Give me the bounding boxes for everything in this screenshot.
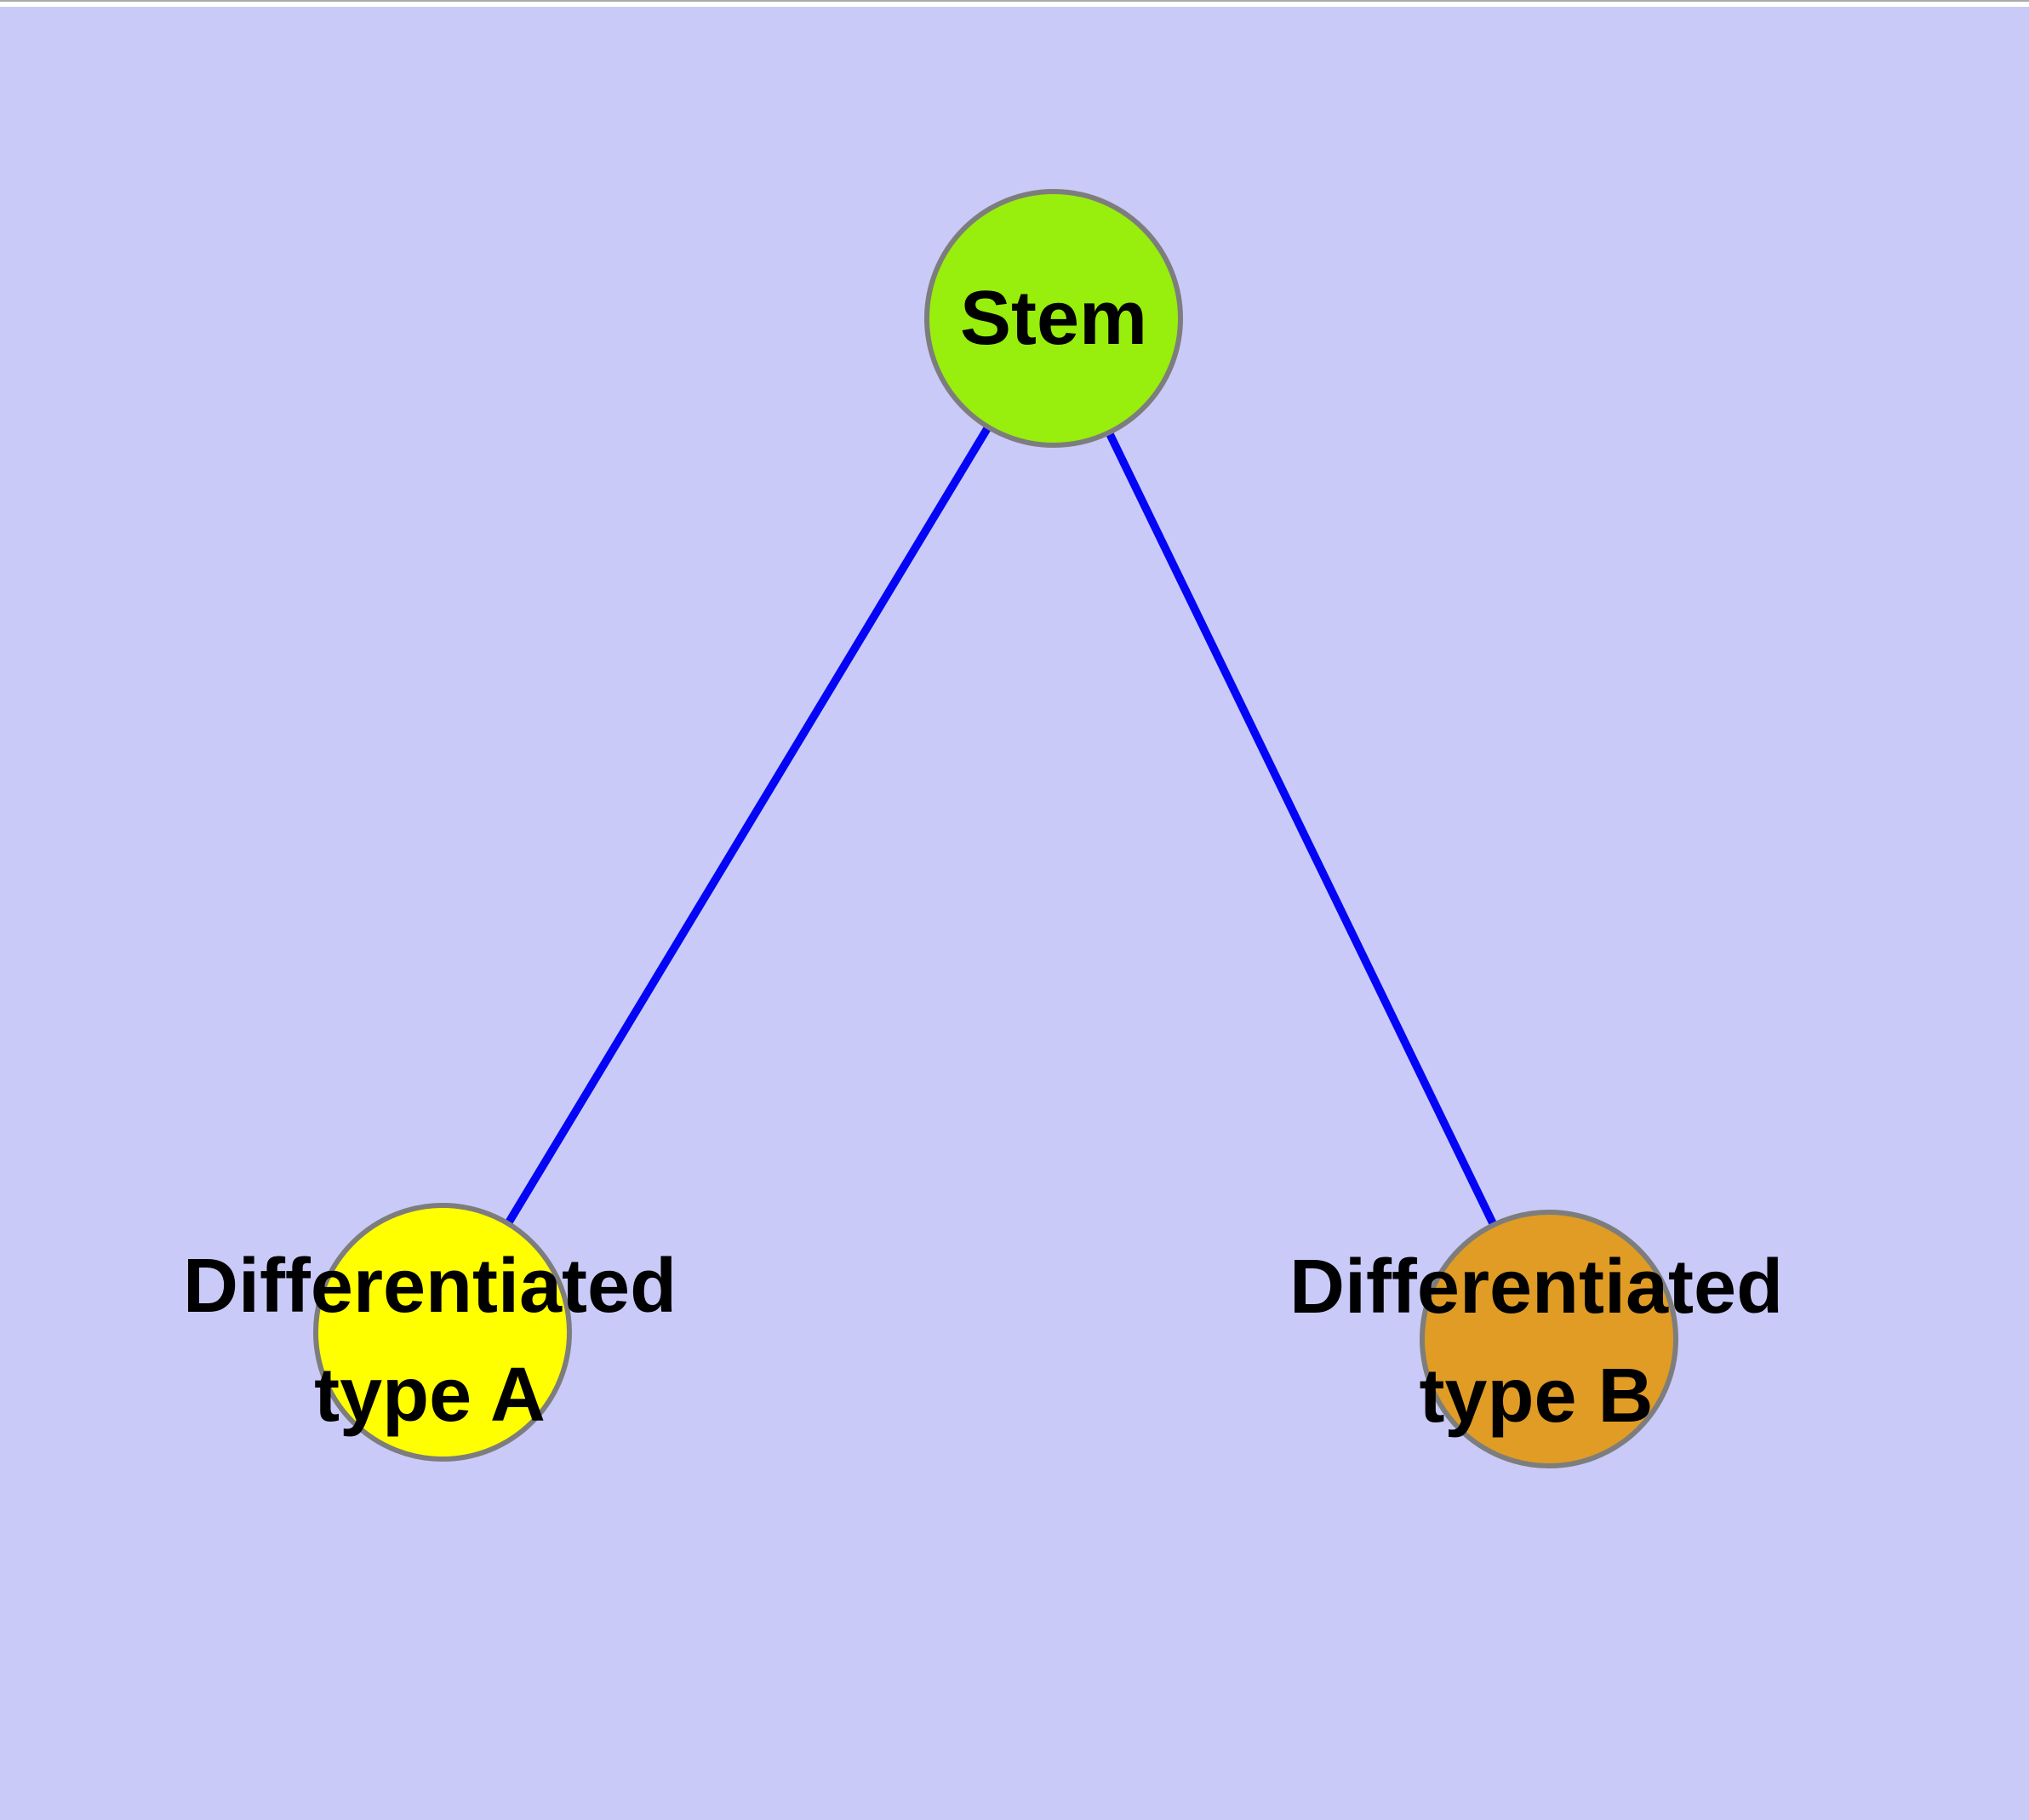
node-type-a-label: Differentiated type A (183, 1232, 677, 1450)
node-type-a-label-line1: Differentiated (182, 1244, 677, 1329)
node-type-a-label-line2: type A (314, 1353, 546, 1438)
node-stem-label-text: Stem (959, 276, 1148, 361)
top-white-strip (0, 2, 2029, 7)
top-hairline (0, 0, 2029, 2)
edge-stem-to-type-b (1049, 316, 1553, 1342)
edge-stem-to-type-a (438, 316, 1058, 1335)
node-stem-label: Stem (960, 264, 1147, 373)
node-type-b-label-line1: Differentiated (1289, 1245, 1784, 1330)
node-stem (924, 189, 1183, 448)
node-type-b-label-line2: type B (1419, 1354, 1654, 1439)
node-type-b (1420, 1210, 1678, 1468)
node-type-a (313, 1203, 572, 1462)
node-type-b-label: Differentiated type B (1289, 1233, 1783, 1451)
